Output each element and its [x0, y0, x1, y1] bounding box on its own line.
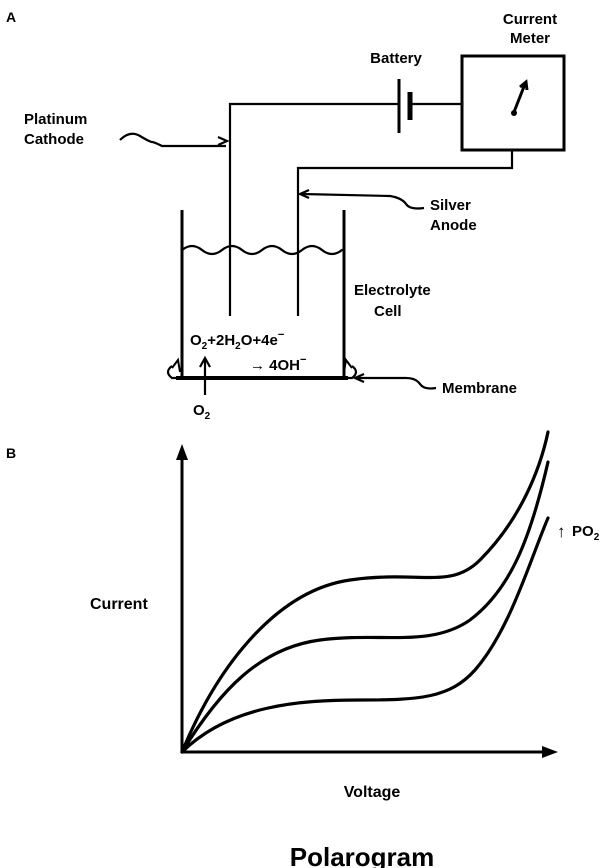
x-axis-label: Voltage [344, 784, 401, 801]
electrolyte-surface-wave [181, 244, 344, 256]
anode-label-line2: Anode [430, 217, 477, 234]
po2-label: PO2 [572, 523, 600, 543]
y-axis-label: Current [90, 596, 148, 613]
polarogram-axes [176, 444, 558, 758]
membrane-clip-left [166, 365, 180, 380]
anode-label-line1: Silver [430, 197, 471, 214]
panel-b-label: B [6, 445, 16, 461]
cell-label-line2: Cell [374, 303, 402, 320]
curve-mid-po2 [180, 460, 550, 754]
current-meter [460, 54, 566, 152]
meter-pivot-icon [511, 110, 517, 116]
cathode-pointer-icon [119, 132, 230, 148]
x-axis-arrow-icon [542, 746, 558, 758]
battery-icon [397, 79, 413, 133]
cell-label-line1: Electrolyte [354, 282, 431, 299]
reaction-line2: → 4OH− [250, 354, 306, 374]
panel-a-label: A [6, 9, 16, 25]
cathode-label-line2: Cathode [24, 131, 84, 148]
po2-arrow-icon: ↑ [557, 522, 566, 541]
meter-label-line2: Meter [510, 30, 550, 47]
membrane-label: Membrane [442, 380, 517, 397]
meter-label-line1: Current [503, 11, 557, 28]
y-axis-arrow-icon [176, 444, 188, 460]
electrolyte-cell [166, 210, 358, 380]
anode-pointer-icon [297, 188, 425, 210]
o2-label: O2 [193, 402, 211, 422]
battery-label: Battery [370, 50, 422, 67]
curve-high-po2 [180, 430, 550, 754]
membrane-clip-right [344, 365, 358, 380]
membrane-pointer-icon [352, 372, 437, 390]
reaction-line1: O2+2H2O+4e− [190, 329, 284, 352]
meter-needle-arrowhead-icon [519, 79, 529, 91]
o2-inflow-arrow-icon [199, 355, 211, 395]
cathode-label-line1: Platinum [24, 111, 87, 128]
polarogram-title: Polarogram [290, 842, 435, 868]
meter-needle-icon [512, 83, 527, 113]
curve-low-po2 [180, 516, 550, 754]
